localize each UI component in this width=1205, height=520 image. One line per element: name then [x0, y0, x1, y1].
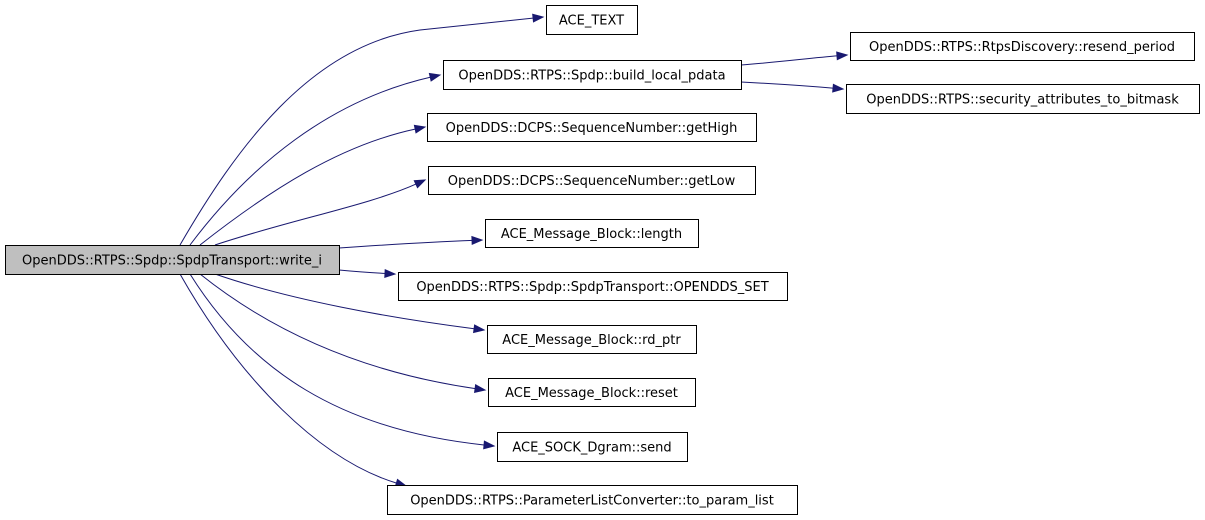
node-box[interactable]: [850, 32, 1195, 61]
node-get_low[interactable]: OpenDDS::DCPS::SequenceNumber::getLow: [428, 166, 756, 195]
node-label: OpenDDS::RTPS::Spdp::SpdpTransport::writ…: [22, 254, 322, 269]
edge-line: [189, 76, 432, 246]
edge-write_i-to-send: [189, 273, 496, 450]
node-build_local_pdata[interactable]: OpenDDS::RTPS::Spdp::build_local_pdata: [443, 60, 742, 90]
node-box[interactable]: [846, 84, 1200, 114]
edge-line: [214, 183, 418, 246]
node-box[interactable]: [443, 60, 742, 90]
node-label: OpenDDS::DCPS::SequenceNumber::getHigh: [446, 121, 738, 136]
edge-write_i-to-build_local_pdata: [189, 72, 442, 246]
edge-write_i-to-reset: [199, 273, 487, 393]
node-write_i[interactable]: OpenDDS::RTPS::Spdp::SpdpTransport::writ…: [5, 245, 340, 275]
nodes-layer: OpenDDS::RTPS::Spdp::SpdpTransport::writ…: [5, 5, 1200, 515]
node-box[interactable]: [398, 272, 788, 301]
edge-line: [214, 273, 476, 330]
node-box[interactable]: [487, 325, 697, 354]
node-ace_text[interactable]: ACE_TEXT: [546, 5, 638, 35]
node-to_param_list[interactable]: OpenDDS::RTPS::ParameterListConverter::t…: [387, 485, 798, 515]
arrow-head-icon: [473, 324, 486, 334]
edge-write_i-to-to_param_list: [179, 273, 408, 488]
arrow-head-icon: [413, 124, 427, 134]
node-reset[interactable]: ACE_Message_Block::reset: [488, 378, 696, 407]
node-label: OpenDDS::RTPS::RtpsDiscovery::resend_per…: [869, 40, 1175, 55]
node-label: OpenDDS::RTPS::Spdp::SpdpTransport::OPEN…: [416, 280, 768, 295]
node-label: ACE_SOCK_Dgram::send: [512, 441, 671, 456]
node-label: ACE_Message_Block::length: [501, 227, 682, 242]
node-opendds_set[interactable]: OpenDDS::RTPS::Spdp::SpdpTransport::OPEN…: [398, 272, 788, 301]
node-box[interactable]: [427, 113, 757, 142]
edge-write_i-to-ace_text: [179, 13, 545, 246]
node-send[interactable]: ACE_SOCK_Dgram::send: [497, 432, 688, 462]
arrow-head-icon: [532, 13, 545, 23]
node-label: ACE_Message_Block::reset: [505, 386, 678, 401]
edge-line: [189, 273, 486, 446]
edge-write_i-to-rd_ptr: [214, 273, 486, 334]
edge-line: [179, 17, 535, 246]
edge-line: [338, 239, 474, 249]
arrow-head-icon: [836, 51, 849, 61]
edges-layer: [179, 13, 849, 488]
edge-write_i-to-get_low: [214, 179, 427, 246]
node-box[interactable]: [497, 432, 688, 462]
arrow-head-icon: [428, 72, 442, 82]
edge-build_local_pdata-to-resend_period: [740, 51, 849, 66]
node-box[interactable]: [485, 219, 699, 248]
edge-line: [740, 81, 835, 89]
node-box[interactable]: [387, 485, 798, 515]
edge-build_local_pdata-to-security_bitmask: [740, 81, 845, 93]
arrow-head-icon: [384, 268, 397, 278]
edge-line: [199, 128, 417, 246]
node-label: ACE_Message_Block::rd_ptr: [502, 333, 681, 348]
node-box[interactable]: [5, 245, 340, 275]
edge-line: [199, 273, 477, 390]
node-length[interactable]: ACE_Message_Block::length: [485, 219, 699, 248]
node-security_bitmask[interactable]: OpenDDS::RTPS::security_attributes_to_bi…: [846, 84, 1200, 114]
node-rd_ptr[interactable]: ACE_Message_Block::rd_ptr: [487, 325, 697, 354]
node-label: OpenDDS::RTPS::Spdp::build_local_pdata: [458, 69, 725, 84]
arrow-head-icon: [832, 83, 845, 93]
node-label: ACE_TEXT: [559, 14, 624, 29]
node-box[interactable]: [488, 378, 696, 407]
edge-write_i-to-get_high: [199, 124, 427, 246]
node-get_high[interactable]: OpenDDS::DCPS::SequenceNumber::getHigh: [427, 113, 757, 142]
node-box[interactable]: [546, 5, 638, 35]
edge-line: [179, 273, 398, 484]
node-label: OpenDDS::DCPS::SequenceNumber::getLow: [448, 174, 736, 189]
arrow-head-icon: [474, 384, 487, 393]
node-label: OpenDDS::RTPS::security_attributes_to_bi…: [866, 93, 1179, 108]
node-box[interactable]: [428, 166, 756, 195]
edge-line: [740, 55, 839, 66]
arrow-head-icon: [471, 235, 484, 245]
node-resend_period[interactable]: OpenDDS::RTPS::RtpsDiscovery::resend_per…: [850, 32, 1195, 61]
edge-line: [338, 269, 387, 275]
edge-write_i-to-opendds_set: [338, 268, 397, 278]
arrow-head-icon: [413, 179, 427, 189]
arrow-head-icon: [483, 440, 496, 450]
node-label: OpenDDS::RTPS::ParameterListConverter::t…: [410, 494, 774, 509]
edge-write_i-to-length: [338, 235, 484, 249]
